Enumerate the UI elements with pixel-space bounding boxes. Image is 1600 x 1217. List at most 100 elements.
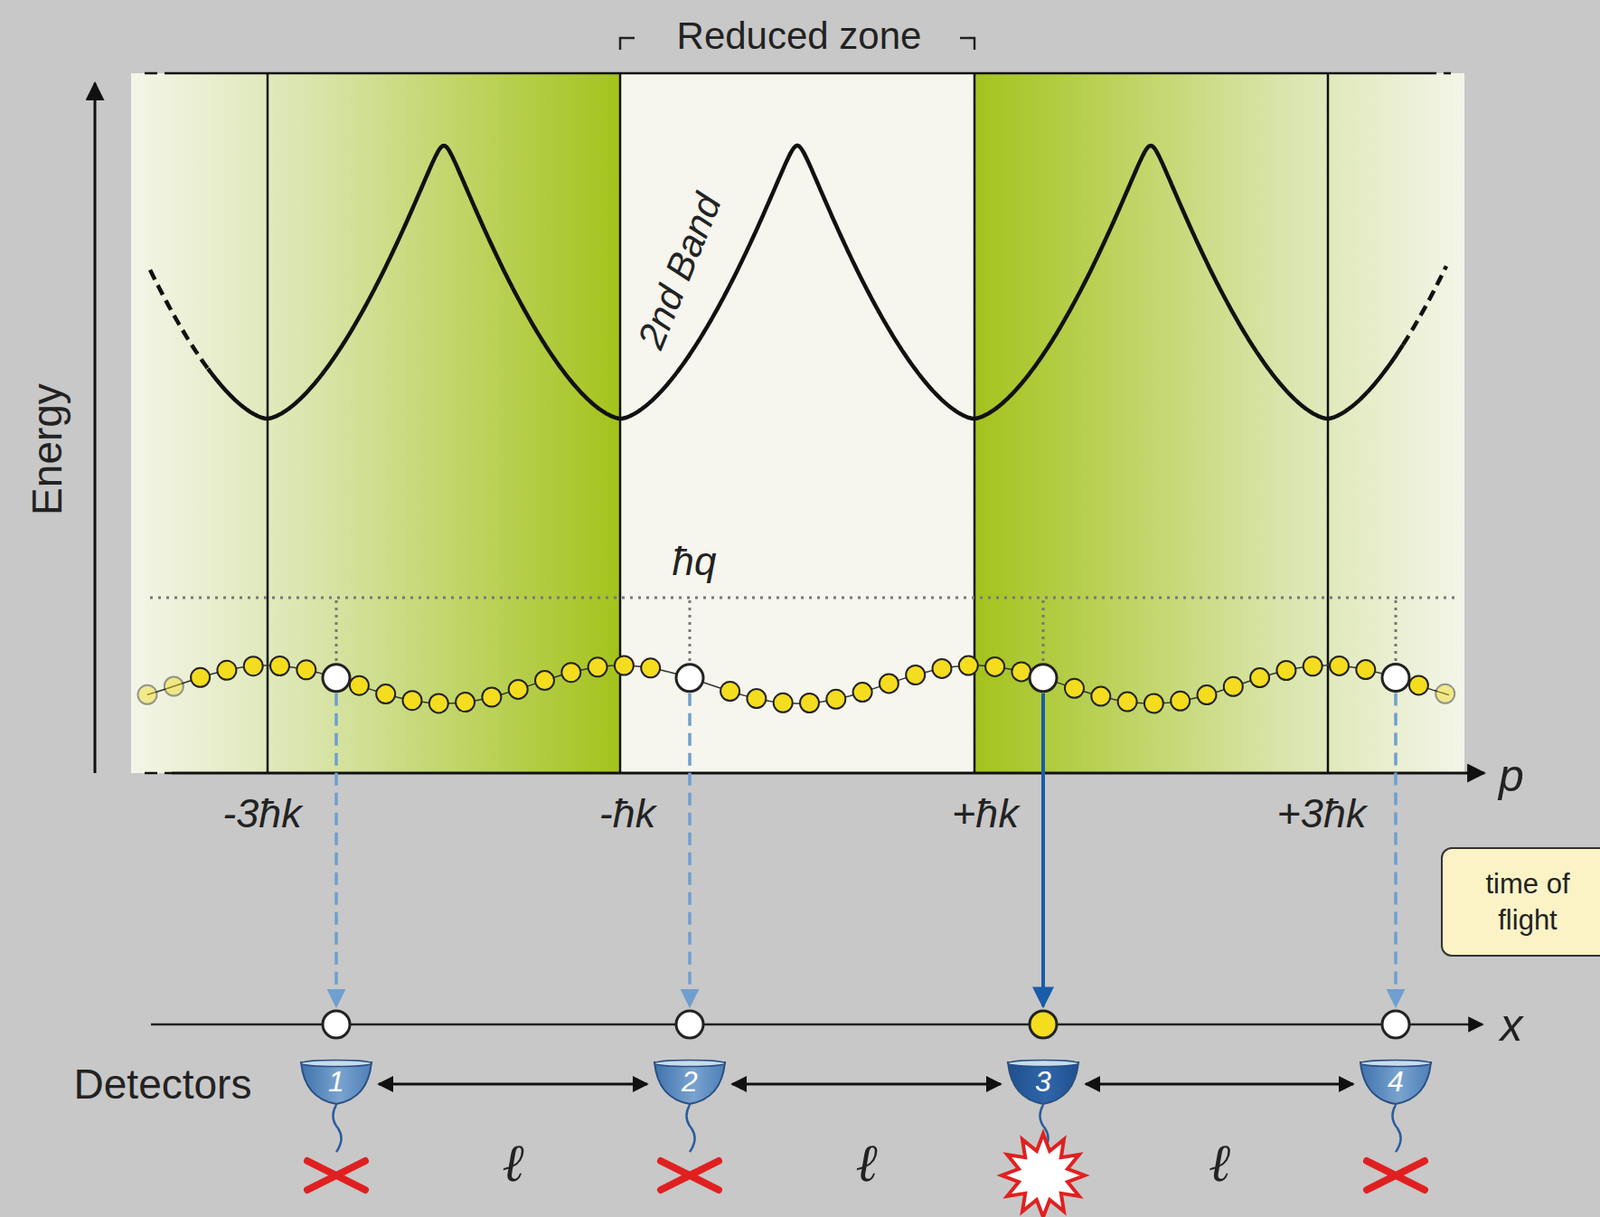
band-curve-dashed (1402, 265, 1447, 345)
no-detection-cross (1366, 1160, 1425, 1190)
detected-dot (676, 1010, 704, 1038)
detector-number: 3 (1006, 1065, 1081, 1098)
time-of-flight-arrow (687, 693, 692, 1007)
distance-label: ℓ (1208, 1137, 1231, 1190)
atom-dot (455, 692, 475, 712)
atom-dot (429, 693, 449, 713)
atom-dot (985, 657, 1005, 677)
atom-dot (1223, 677, 1243, 697)
atom-dot (1011, 661, 1031, 681)
detector-number: 4 (1358, 1065, 1433, 1098)
detector: 2 (652, 1058, 727, 1106)
atom-dot (296, 659, 316, 679)
atom-dot (879, 673, 899, 693)
detector-wire (332, 1104, 341, 1152)
energy-level-line (150, 596, 1460, 600)
atom-dot (349, 676, 369, 696)
detector-number: 1 (299, 1065, 374, 1098)
band-curve (207, 145, 1403, 419)
detector-wire (686, 1104, 695, 1152)
selected-dot (1029, 664, 1057, 692)
detected-dot (322, 1010, 350, 1038)
atom-dot (1064, 678, 1084, 698)
energy-axis (94, 83, 97, 773)
no-detection-cross (660, 1160, 719, 1190)
tick-label: +3ħk (1277, 790, 1367, 837)
group-title: Detectors (74, 1061, 253, 1108)
projection-line (335, 600, 339, 662)
axis-title: Energy (24, 383, 71, 516)
atom-dot (1409, 675, 1429, 695)
atom-dot (1144, 694, 1164, 714)
atom-dot (164, 677, 184, 697)
reduced-zone (620, 73, 975, 773)
atom-dot (508, 679, 528, 699)
atom-dot (535, 670, 555, 690)
p-axis (171, 771, 1485, 775)
atom-dot (376, 684, 396, 704)
note-text: time of flight (1455, 865, 1600, 939)
projection-line (688, 600, 692, 662)
atom-dot (1170, 691, 1190, 711)
zone (131, 73, 621, 773)
atom-dot (270, 656, 290, 676)
selected-dot (1382, 664, 1410, 692)
detector: 3 (1006, 1058, 1081, 1106)
atom-dot (216, 660, 236, 680)
atom-dot (1197, 685, 1217, 705)
atom-dot (1303, 656, 1323, 676)
atom-dot (746, 688, 766, 708)
atom-dot (1355, 659, 1375, 679)
atom-dot (932, 658, 952, 678)
atom-dot (826, 689, 846, 709)
distance-arrow (1085, 1082, 1354, 1086)
time-of-flight-arrow (1393, 693, 1398, 1008)
tick-label: +ħk (951, 790, 1019, 837)
detector-number: 2 (652, 1065, 727, 1098)
atom-dot (403, 690, 423, 710)
band-curve-dashed (150, 269, 208, 368)
detector: 4 (1358, 1058, 1433, 1106)
note-box: time of flight (1440, 847, 1600, 957)
atom-dot (640, 658, 660, 678)
atom-dot (773, 693, 793, 713)
distance-arrow (732, 1082, 1001, 1086)
dynamic-art (138, 145, 1456, 1217)
frame-dashes (144, 73, 1451, 773)
tick-label: -ħk (599, 790, 657, 837)
axis-title: p (1498, 751, 1525, 801)
selected-dot (676, 664, 704, 692)
atom-dot (720, 681, 740, 701)
atom-dot (853, 682, 873, 702)
atom-dot (1276, 660, 1296, 680)
time-of-flight-arrow (334, 693, 339, 1007)
distance-label: ℓ (855, 1137, 877, 1190)
energy-label: ħq (672, 539, 717, 584)
zone (974, 73, 1465, 773)
projection-line (1042, 600, 1045, 662)
atom-dot (614, 656, 634, 676)
detection-burst (1001, 1133, 1085, 1217)
tick-label: -3ħk (222, 790, 302, 837)
selected-dot (322, 664, 350, 692)
detector-wire (1392, 1104, 1401, 1152)
distance-arrow (378, 1082, 648, 1086)
detector: 1 (299, 1058, 374, 1106)
atom-dot (905, 665, 925, 685)
detected-dot (1382, 1010, 1410, 1038)
atom-dot (481, 687, 501, 707)
zone-title: Reduced zone (677, 15, 923, 57)
time-of-flight-arrow (1041, 693, 1045, 1007)
atom-dot (1329, 656, 1349, 676)
atom-dot (1091, 687, 1111, 706)
zone-boundaries (171, 73, 1424, 773)
distance-label: ℓ (501, 1137, 524, 1190)
projection-line (1394, 600, 1398, 662)
detected-dot (1029, 1010, 1057, 1038)
no-detection-cross (307, 1160, 366, 1190)
atom-dot (244, 656, 264, 676)
atom-dot (190, 668, 210, 688)
atom-dot (138, 685, 158, 705)
